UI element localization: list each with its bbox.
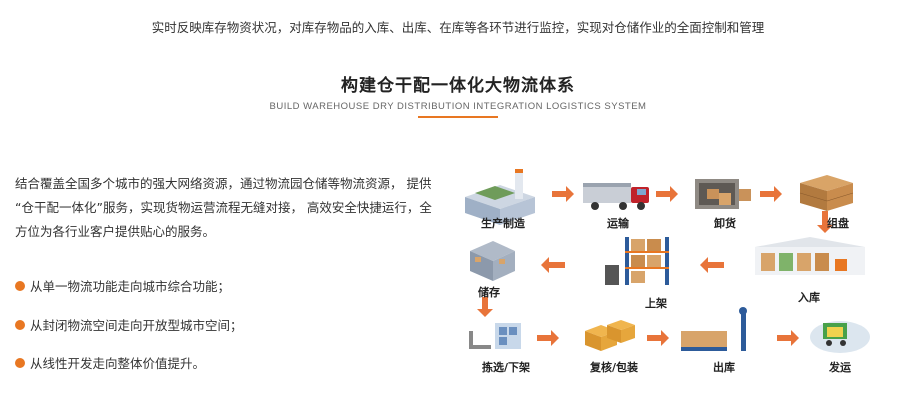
storage-building-icon <box>470 241 515 281</box>
title-underline <box>418 116 498 118</box>
warehouse-inbound-icon <box>755 237 865 275</box>
bullet-text: 从单一物流功能走向城市综合功能； <box>30 279 231 294</box>
flow-arrow-down <box>817 211 833 233</box>
step-label: 卸货 <box>714 217 736 230</box>
step-label: 生产制造 <box>481 217 525 230</box>
step-label: 上架 <box>645 297 667 310</box>
flow-arrow <box>537 330 559 346</box>
flow-arrow-left <box>541 257 565 273</box>
bullet-dot-icon <box>15 357 25 368</box>
step-label: 复核/包装 <box>590 361 639 374</box>
flow-arrow <box>777 330 799 346</box>
section-title: 构建仓干配一体化大物流体系 <box>341 76 575 96</box>
picking-icon <box>469 323 521 349</box>
pallet-stack-icon <box>799 175 854 211</box>
bullet-item: 从单一物流功能走向城市综合功能； <box>15 276 230 295</box>
shelf-rack-icon <box>605 237 669 285</box>
bullet-dot-icon <box>15 319 25 330</box>
intro-text: 实时反映库存物资状况，对库存物品的入库、出库、在库等各环节进行监控，实现对仓储作… <box>151 20 765 35</box>
logistics-flow-diagram <box>465 169 870 353</box>
step-label: 发运 <box>829 361 851 374</box>
bullet-item: 从封闭物流空间走向开放型城市空间； <box>15 315 243 334</box>
step-label: 出库 <box>713 361 735 374</box>
dispatch-truck-icon <box>810 321 870 353</box>
step-label: 储存 <box>478 286 500 299</box>
description-paragraph: 结合覆盖全国多个城市的强大网络资源，通过物流园仓储等物流资源， 提供 “仓干配一… <box>15 176 432 239</box>
bullet-text: 从封闭物流空间走向开放型城市空间； <box>30 318 243 333</box>
bullet-dot-icon <box>15 280 25 291</box>
outbound-pallet-icon <box>681 307 747 351</box>
step-label: 运输 <box>607 217 629 230</box>
flow-arrow <box>552 186 574 202</box>
flow-arrow-down <box>477 297 493 317</box>
step-label: 拣选/下架 <box>482 361 531 374</box>
bullet-text: 从线性开发走向整体价值提升。 <box>30 356 206 371</box>
bullet-item: 从线性开发走向整体价值提升。 <box>15 353 205 372</box>
step-label: 入库 <box>798 291 820 304</box>
truck-icon <box>583 183 649 210</box>
flow-arrow-left <box>700 257 724 273</box>
boxes-pack-icon <box>585 320 635 351</box>
flow-arrow <box>760 186 782 202</box>
flow-arrow <box>656 186 678 202</box>
section-subtitle: BUILD WAREHOUSE DRY DISTRIBUTION INTEGRA… <box>269 101 647 112</box>
factory-icon <box>465 169 535 225</box>
step-label: 组盘 <box>827 217 849 230</box>
flow-arrow <box>647 330 669 346</box>
container-unload-icon <box>695 179 751 209</box>
